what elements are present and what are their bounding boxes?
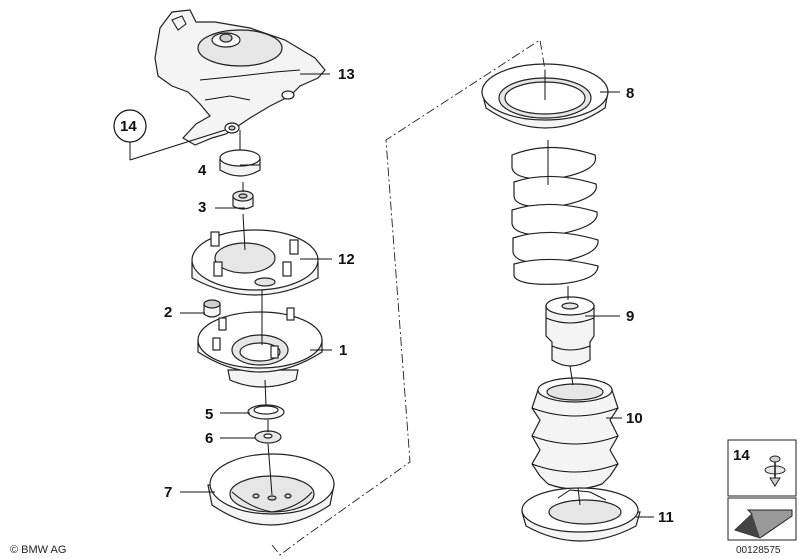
part-1-strut-mount[interactable] (197, 307, 323, 388)
connector-dashdot (271, 39, 546, 556)
part-3-nut[interactable] (232, 190, 254, 210)
label-7: 7 (164, 484, 172, 501)
label-8: 8 (626, 85, 634, 102)
label-1: 1 (339, 342, 347, 359)
label-13: 13 (338, 66, 355, 83)
label-3: 3 (198, 199, 206, 216)
document-id: 00128575 (736, 545, 781, 556)
callout-circle-14 (113, 109, 147, 143)
part-10-bellows[interactable] (531, 377, 619, 490)
copyright-text: © BMW AG (10, 544, 66, 556)
label-5: 5 (205, 406, 213, 423)
part-9-bump-stop[interactable] (545, 296, 595, 367)
part-4-cap[interactable] (219, 149, 261, 177)
part-12-support-plate[interactable] (191, 229, 319, 296)
leader-lines (129, 70, 654, 518)
legend-number: 14 (733, 447, 750, 464)
coil-spring[interactable] (511, 146, 599, 285)
clip-screw-icon (764, 455, 786, 487)
part-5-ring[interactable] (247, 404, 285, 420)
part-2-small-nut[interactable] (203, 299, 221, 318)
part-11-lower-spring-pad[interactable] (521, 487, 641, 542)
part-6-washer[interactable] (254, 430, 282, 444)
label-9: 9 (626, 308, 634, 325)
label-4: 4 (198, 162, 207, 179)
label-2: 2 (164, 304, 172, 321)
label-12: 12 (338, 251, 355, 268)
label-10: 10 (626, 410, 643, 427)
direction-arrow-icon (734, 509, 793, 539)
legend-box: 14 (727, 439, 797, 541)
part-7-spring-pad[interactable] (207, 453, 335, 526)
label-14: 14 (120, 118, 137, 135)
label-6: 6 (205, 430, 213, 447)
label-11: 11 (658, 509, 674, 526)
part-13-strut-tower-bracket[interactable] (154, 9, 326, 146)
